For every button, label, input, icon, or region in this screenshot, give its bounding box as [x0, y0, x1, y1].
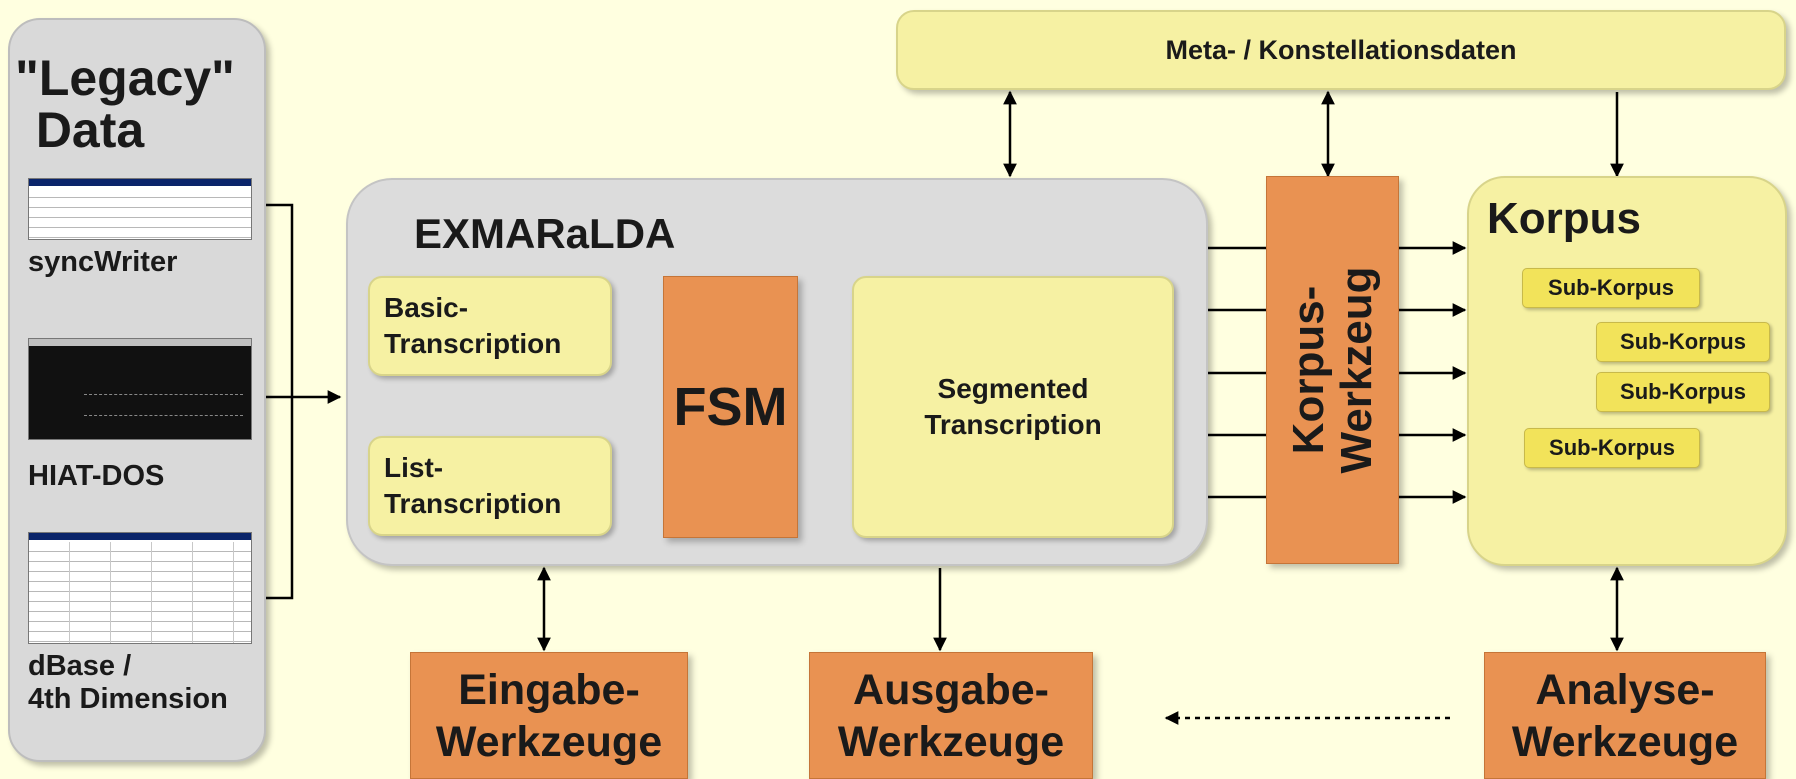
korpus-box: Korpus — [1467, 176, 1787, 566]
korpus-werkzeug-box: Korpus- Werkzeug — [1266, 176, 1399, 564]
meta-label: Meta- / Konstellationsdaten — [1165, 34, 1517, 65]
segmented-transcription-box: Segmented Transcription — [852, 276, 1174, 538]
basic-transcription-box: Basic- Transcription — [368, 276, 612, 376]
eingabe-werkzeuge-box: Eingabe- Werkzeuge — [410, 652, 688, 779]
fsm-box: FSM — [663, 276, 798, 538]
meta-konstellationsdaten-box: Meta- / Konstellationsdaten — [896, 10, 1786, 90]
syncwriter-label: syncWriter — [28, 246, 178, 278]
sub-korpus-2: Sub-Korpus — [1596, 322, 1770, 362]
hiat-dos-screenshot — [28, 338, 252, 440]
syncwriter-screenshot — [28, 178, 252, 240]
dbase-screenshot — [28, 532, 252, 644]
hiat-dos-label: HIAT-DOS — [28, 460, 165, 492]
sub-korpus-1: Sub-Korpus — [1522, 268, 1700, 308]
dbase-label: dBase / 4th Dimension — [28, 650, 228, 715]
legacy-data-panel: "Legacy" Data syncWriter HIAT-DOS dBase … — [8, 18, 266, 762]
exmaralda-title: EXMARaLDA — [414, 210, 676, 257]
list-transcription-box: List- Transcription — [368, 436, 612, 536]
korpus-title: Korpus — [1487, 194, 1641, 243]
ausgabe-werkzeuge-box: Ausgabe- Werkzeuge — [809, 652, 1093, 779]
korpus-werkzeug-label: Korpus- Werkzeug — [1283, 266, 1381, 474]
sub-korpus-3: Sub-Korpus — [1596, 372, 1770, 412]
legacy-title: "Legacy" Data — [15, 50, 235, 158]
legacy-bracket-line — [247, 203, 294, 600]
sub-korpus-4: Sub-Korpus — [1524, 428, 1700, 468]
analyse-werkzeuge-box: Analyse- Werkzeuge — [1484, 652, 1766, 779]
